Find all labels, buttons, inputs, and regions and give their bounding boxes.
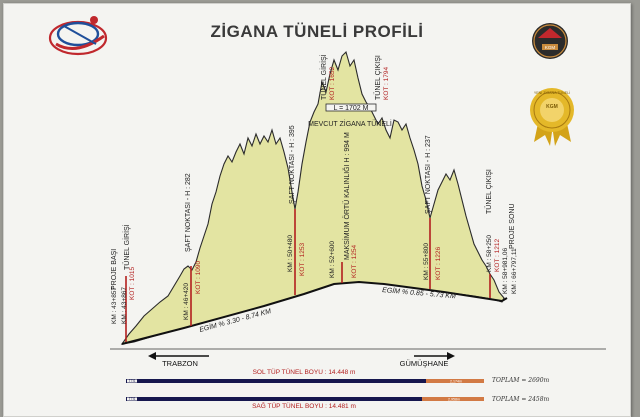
gold-rosette-badge: KGM YENİ ZİGANA TÜNELİ bbox=[530, 88, 574, 146]
label-km-end-2: KM : 66+797,11 bbox=[511, 248, 518, 294]
tube-right-label: SAĞ TÜP TÜNEL BOYU : 14.481 m bbox=[252, 401, 356, 410]
label-km-saft-2: KM : 50+480 bbox=[287, 235, 294, 272]
direction-trabzon: TRABZON bbox=[148, 352, 209, 368]
label-tunel-cikisi: TÜNEL ÇIKIŞI bbox=[485, 169, 493, 214]
tube-left: SOL TÜP TÜNEL BOYU : 14.448 m TTS 2,174m… bbox=[126, 368, 550, 384]
label-proje-sonu: PROJE SONU bbox=[509, 203, 516, 249]
tube-left-total: TOPLAM = 2690m bbox=[492, 377, 550, 384]
label-saft-2: ŞAFT NOKTASI - H : 395 bbox=[289, 125, 296, 204]
label-km-saft-1: KM : 46+420 bbox=[183, 283, 190, 320]
label-kot-1015: KOT : 1015 bbox=[129, 266, 136, 300]
page-title: ZİGANA TÜNELİ PROFİLİ bbox=[210, 22, 424, 41]
tunnel-profile-diagram: KGM KGM YENİ ZİGANA TÜNELİ L = 1702 M ME… bbox=[48, 16, 606, 410]
label-saft-1: ŞAFT NOKTASI - H : 282 bbox=[185, 173, 192, 252]
label-old-kot-1794: KOT : 1794 bbox=[383, 66, 390, 100]
label-kot-1254: KOT : 1254 bbox=[351, 244, 358, 278]
kgm-text: KGM bbox=[545, 45, 556, 50]
label-km-start-2: KM : 43+867 bbox=[121, 287, 128, 324]
ministry-globe-logo bbox=[48, 16, 108, 56]
label-trabzon: TRABZON bbox=[162, 359, 198, 368]
label-km-end-1: KM : 58+981,06 bbox=[502, 248, 509, 294]
tube-right-end-tag: 2,958m bbox=[448, 398, 460, 402]
label-gumushane: GÜMÜŞHANE bbox=[400, 359, 449, 368]
badge-caption: YENİ ZİGANA TÜNELİ bbox=[534, 90, 570, 95]
tube-right: SAĞ TÜP TÜNEL BOYU : 14.481 m TTS 2,958m… bbox=[126, 396, 550, 410]
old-tunnel-length: L = 1702 M bbox=[334, 105, 369, 112]
label-old-giris: TÜNEL GİRİŞİ bbox=[319, 54, 328, 100]
tube-right-total: TOPLAM = 2458m bbox=[492, 396, 550, 403]
old-tunnel-name: MEVCUT ZİGANA TÜNELİ bbox=[308, 119, 392, 128]
terrain-profile bbox=[120, 50, 505, 345]
grade-line bbox=[121, 280, 508, 345]
label-old-cikis: TÜNEL ÇIKIŞI bbox=[374, 55, 382, 100]
direction-gumushane: GÜMÜŞHANE bbox=[400, 352, 455, 368]
badge-kgm-text: KGM bbox=[546, 104, 558, 110]
label-km-saft-3: KM : 55+800 bbox=[423, 243, 430, 280]
label-km-start-1: KM : 43+857 bbox=[111, 287, 118, 324]
label-old-kot-1652: KOT : 1652 bbox=[329, 66, 336, 100]
tube-right-start-tag: TTS bbox=[129, 397, 136, 401]
label-tunel-girisi: TÜNEL GİRİŞİ bbox=[122, 224, 131, 270]
label-km-exit: KM : 58+250 bbox=[486, 235, 493, 272]
label-proje-basi: PROJE BAŞI bbox=[111, 249, 118, 290]
shaft-markers bbox=[125, 209, 491, 342]
label-km-max: KM : 52+600 bbox=[329, 241, 336, 278]
kgm-logo: KGM bbox=[532, 23, 568, 59]
label-kot-1253: KOT : 1253 bbox=[299, 242, 306, 276]
label-kot-1212: KOT : 1212 bbox=[494, 238, 501, 272]
label-kot-1090: KOT : 1090 bbox=[195, 260, 202, 294]
profile-board: ZİGANA TÜNELİ PROFİLİ KGM KGM YENİ ZİG bbox=[3, 3, 631, 417]
old-tunnel-box bbox=[325, 103, 377, 112]
tube-left-label: SOL TÜP TÜNEL BOYU : 14.448 m bbox=[253, 368, 356, 376]
label-kot-1226: KOT : 1226 bbox=[435, 246, 442, 280]
label-saft-3: ŞAFT NOKTASI - H : 237 bbox=[425, 135, 432, 214]
label-max-ortu: MAKSİMUM ÖRTÜ KALINLIĞI H : 994 M bbox=[342, 132, 351, 260]
tube-left-end-tag: 2,174m bbox=[450, 380, 462, 384]
tube-left-start-tag: TTS bbox=[129, 379, 136, 383]
